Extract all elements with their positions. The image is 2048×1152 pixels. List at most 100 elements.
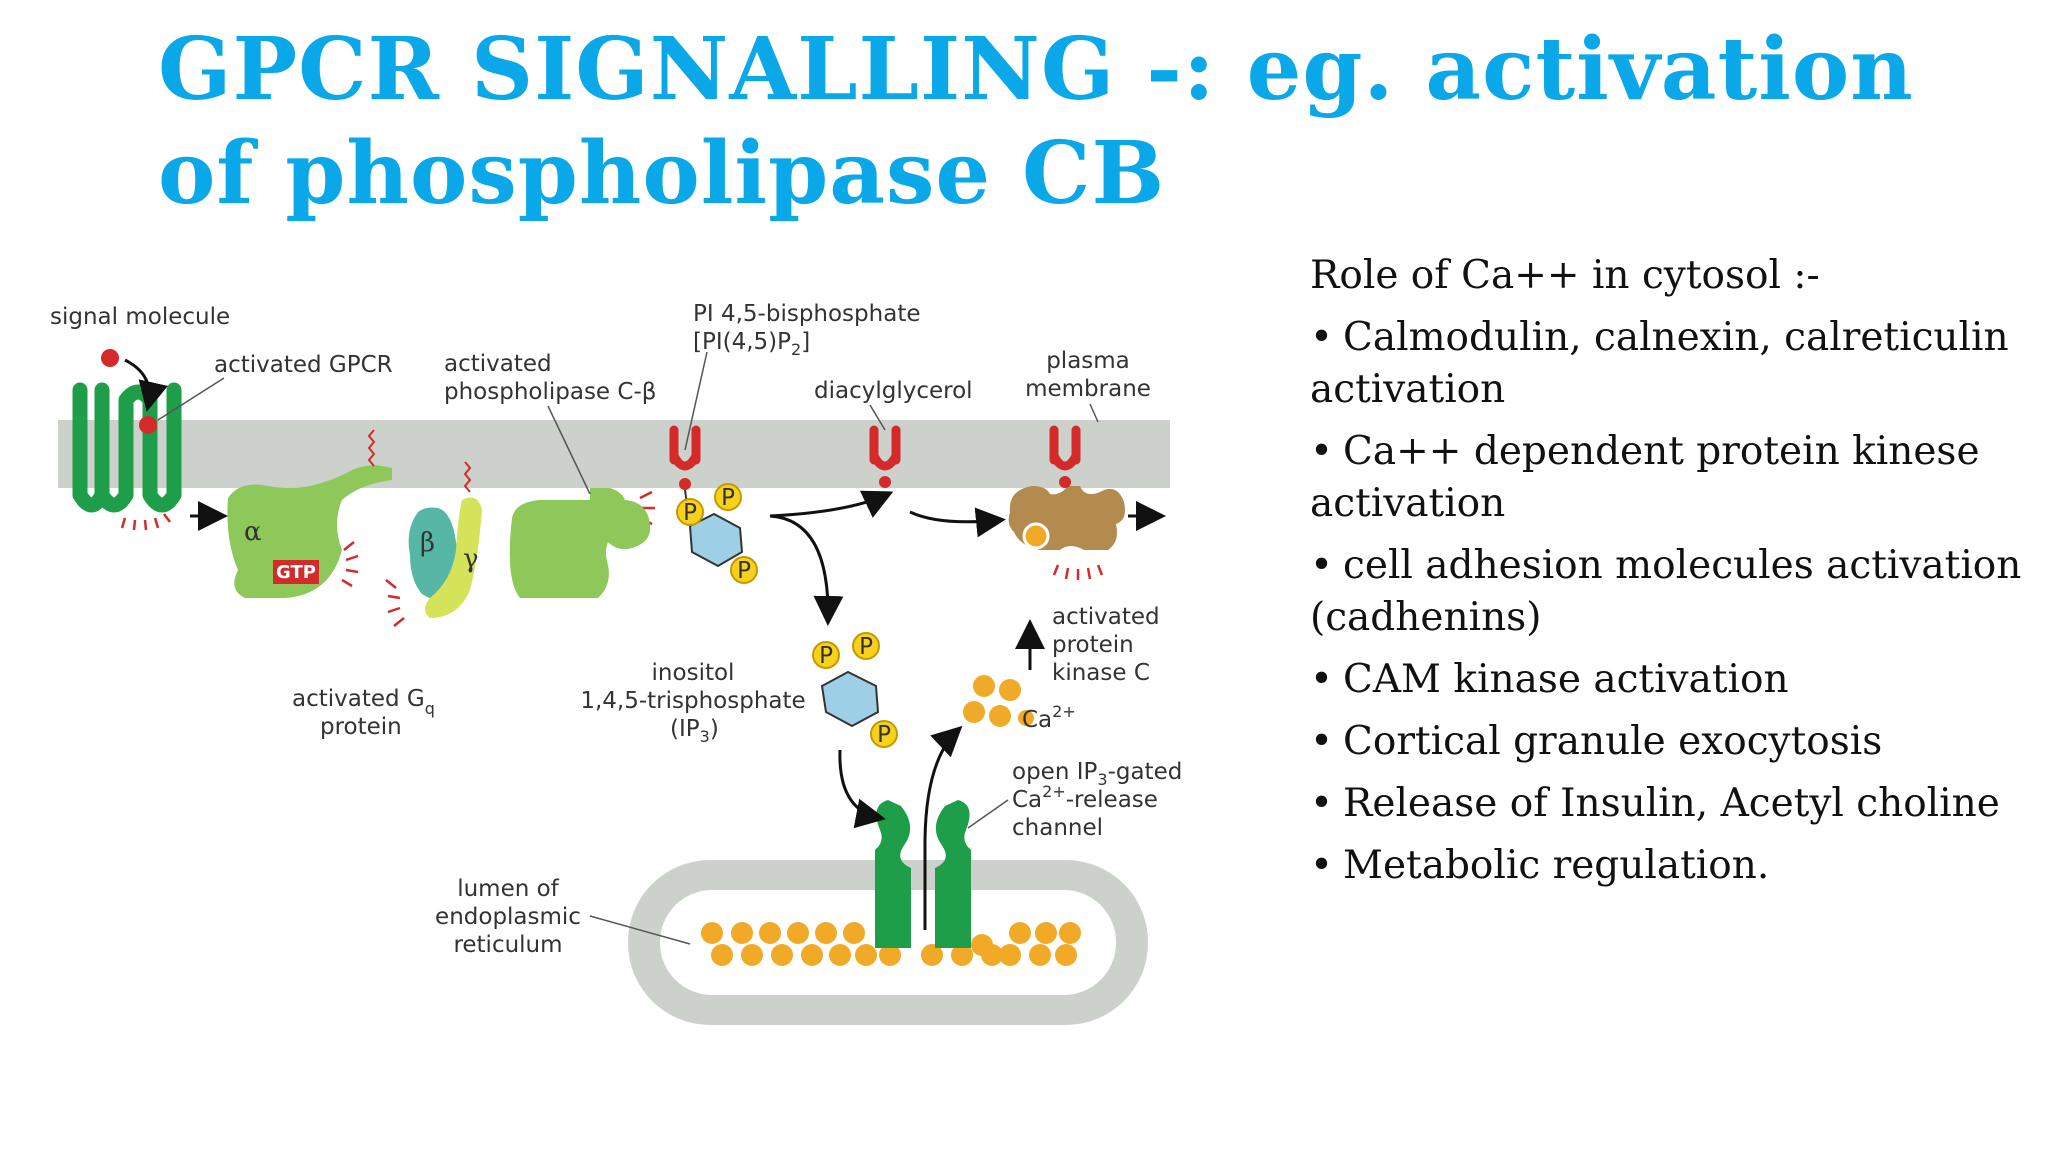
list-item-text: CAM kinase activation <box>1343 657 1789 702</box>
ip3-molecule <box>812 632 898 748</box>
list-item: •Release of Insulin, Acetyl choline <box>1310 778 2030 830</box>
channel-label-1a: open IP <box>1012 759 1097 785</box>
gq-label-1b: q <box>425 699 435 718</box>
pip2-label-2a: [PI(4,5)P <box>693 329 791 355</box>
list-item-text: Release of Insulin, Acetyl choline <box>1343 781 2000 826</box>
gq-protein-label-2: protein <box>320 714 402 740</box>
activated-plc-label-2: phospholipase C-β <box>444 379 656 405</box>
gtp-label: GTP <box>276 562 316 583</box>
plasma-membrane-leader <box>1089 403 1099 423</box>
list-item-text: cell adhesion molecules activation (cadh… <box>1310 543 2022 640</box>
channel-label-1c: -gated <box>1108 759 1183 785</box>
calcium-label-a: Ca <box>1022 707 1052 733</box>
plc-leader <box>547 405 591 495</box>
channel-label-2a: Ca <box>1012 787 1042 813</box>
list-item: •Cortical granule exocytosis <box>1310 716 2030 768</box>
pip2-molecule <box>669 425 758 584</box>
gbeta-subunit <box>408 507 459 600</box>
gtp-badge <box>273 560 319 584</box>
title-line-2: of phospholipase CB <box>158 123 1166 224</box>
gq-protein-label-1: activated Gq <box>292 686 435 718</box>
beta-label: β <box>420 528 435 558</box>
list-item-text: Ca++ dependent protein kinese activation <box>1310 429 1980 526</box>
phosphate-label-4: P <box>819 643 833 669</box>
list-item: •Calmodulin, calnexin, calreticulin acti… <box>1310 312 2030 416</box>
phosphate-label-6: P <box>877 722 891 748</box>
er-label-3: reticulum <box>453 932 562 958</box>
phosphate-label-1: P <box>683 500 697 526</box>
bullet-icon: • <box>1310 429 1334 474</box>
phosphate-label-5: P <box>859 634 873 660</box>
pip2-label-2b: 2 <box>791 340 801 359</box>
channel-label-2: Ca2+-release <box>1012 782 1158 813</box>
channel-label-2c: -release <box>1066 787 1158 813</box>
list-item: •CAM kinase activation <box>1310 654 2030 706</box>
diacylglycerol-molecule <box>869 425 901 488</box>
ip3-label-3a: (IP <box>670 716 700 742</box>
activated-gpcr-label: activated GPCR <box>214 352 393 378</box>
list-item-text: Calmodulin, calnexin, calreticulin activ… <box>1310 315 2009 412</box>
gpcr-signalling-diagram: α GTP β γ P <box>50 301 1182 1025</box>
pip2-label-1: PI 4,5-bisphosphate <box>693 301 920 327</box>
er-label-1: lumen of <box>457 876 559 902</box>
signal-molecule-label: signal molecule <box>50 304 230 330</box>
bullet-icon: • <box>1310 719 1334 764</box>
cytosolic-calcium <box>963 675 1034 727</box>
bullet-icon: • <box>1310 543 1334 588</box>
activated-gpcr-leader <box>157 377 225 421</box>
gpcr-receptor-icon <box>72 382 182 513</box>
bullet-icon: • <box>1310 657 1334 702</box>
calcium-roles-panel: Role of Ca++ in cytosol :- •Calmodulin, … <box>1310 250 2030 902</box>
list-item-text: Cortical granule exocytosis <box>1343 719 1883 764</box>
gq-label-1a: activated G <box>292 686 425 712</box>
plasma-membrane <box>58 420 1170 488</box>
pkc-label-2: protein <box>1052 632 1134 658</box>
signal-binding-arrow <box>124 358 168 412</box>
phospholipase-c-beta <box>509 488 651 598</box>
channel-label-3: channel <box>1012 815 1103 841</box>
er-leader <box>589 915 691 945</box>
signal-molecule-icon <box>101 349 119 367</box>
pkc-label-1: activated <box>1052 604 1160 630</box>
bullet-icon: • <box>1310 315 1334 360</box>
phosphate-label-2: P <box>721 485 735 511</box>
ip3-label-1: inositol <box>652 660 735 686</box>
alpha-label: α <box>244 517 262 547</box>
pip2-leader <box>684 351 708 451</box>
gq-alpha-subunit <box>227 465 392 598</box>
ip3-gated-channel <box>875 800 971 948</box>
diacylglycerol-label: diacylglycerol <box>814 378 973 404</box>
bound-signal-molecule-icon <box>139 416 157 434</box>
plasma-membrane-label-1: plasma <box>1046 348 1130 374</box>
slide-title: GPCR SIGNALLING -: eg. activation of pho… <box>158 18 1958 226</box>
channel-label-1: open IP3-gated <box>1012 759 1182 789</box>
ip3-label-2: 1,4,5-trisphosphate <box>580 688 805 714</box>
ggamma-subunit <box>425 497 482 618</box>
phosphate-label-3: P <box>737 558 751 584</box>
plasma-membrane-label-2: membrane <box>1025 376 1151 402</box>
ip3-label-3: (IP3) <box>670 716 719 746</box>
pip2-label-2c: ] <box>801 329 810 355</box>
bullet-icon: • <box>1310 781 1334 826</box>
gamma-label: γ <box>463 544 479 574</box>
calcium-label: Ca2+ <box>1022 702 1076 733</box>
channel-label-1b: 3 <box>1097 770 1107 789</box>
title-line-1: GPCR SIGNALLING -: eg. activation <box>158 19 1914 120</box>
pkc-label-3: kinase C <box>1052 660 1150 686</box>
er-label-2: endoplasmic <box>435 904 581 930</box>
dag-leader <box>869 404 886 431</box>
channel-label-2b: 2+ <box>1042 782 1066 801</box>
ip3-label-3c: ) <box>710 716 719 742</box>
calcium-roles-list: •Calmodulin, calnexin, calreticulin acti… <box>1310 312 2030 892</box>
list-item-text: Metabolic regulation. <box>1343 843 1770 888</box>
calcium-label-b: 2+ <box>1052 702 1076 721</box>
list-item: •Metabolic regulation. <box>1310 840 2030 892</box>
activation-rays <box>120 490 1104 627</box>
calcium-roles-heading: Role of Ca++ in cytosol :- <box>1310 253 1820 298</box>
pip2-label-2: [PI(4,5)P2] <box>693 329 810 359</box>
channel-leader <box>967 799 1009 829</box>
list-item: •cell adhesion molecules activation (cad… <box>1310 540 2030 644</box>
bullet-icon: • <box>1310 843 1334 888</box>
er-calcium-store <box>701 922 1081 966</box>
list-item: •Ca++ dependent protein kinese activatio… <box>1310 426 2030 530</box>
